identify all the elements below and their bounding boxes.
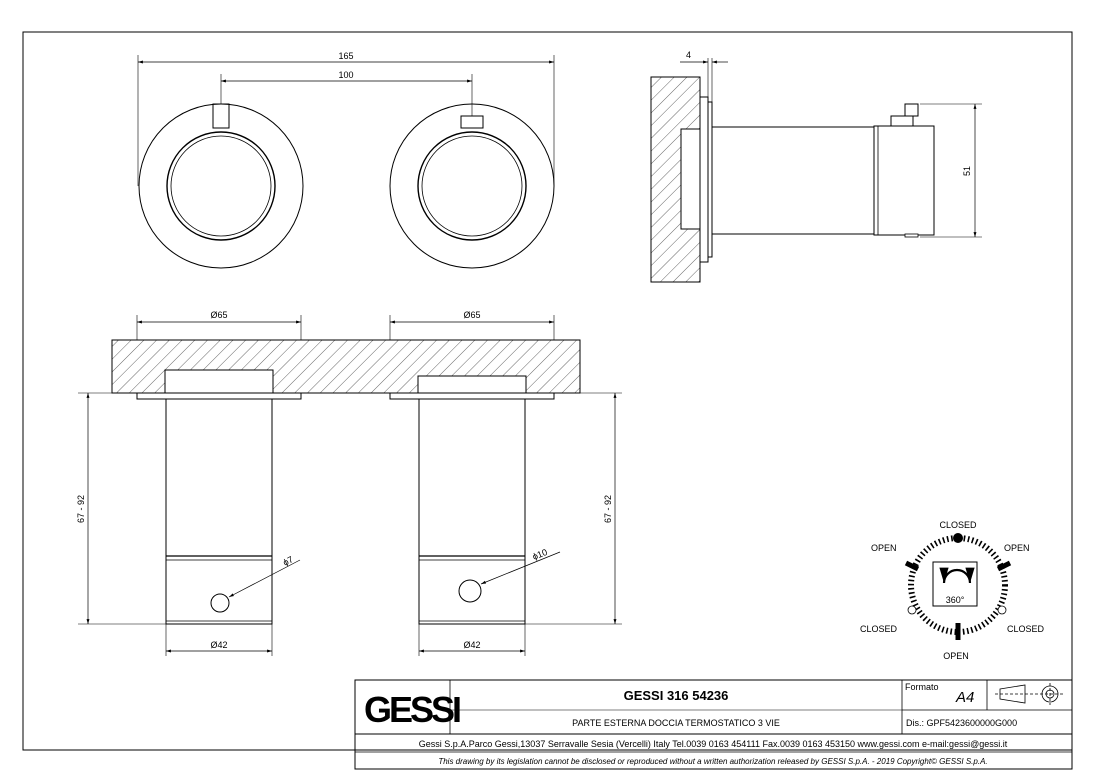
dial-label-bottom: OPEN <box>943 651 969 661</box>
drawing-number: Dis.: GPF5423600000G000 <box>906 718 1017 728</box>
side-view <box>650 58 982 283</box>
dim-left-depth: 67 - 92 <box>76 495 86 523</box>
dim-plate-thickness: 4 <box>686 50 691 60</box>
title-block <box>354 679 1073 770</box>
side-knob <box>873 125 935 236</box>
dial-open-mark-right <box>996 560 1012 572</box>
dial-closed-dot-top <box>953 533 963 543</box>
dim-right-depth: 67 - 92 <box>603 495 613 523</box>
dial-label-top: CLOSED <box>939 520 977 530</box>
dial-open-mark-left <box>904 560 920 572</box>
section-view <box>78 315 622 656</box>
left-indicator-tab <box>212 103 230 129</box>
dim-body-height: 51 <box>962 166 972 176</box>
dim-left-hole: ϕ7 <box>281 554 295 568</box>
dim-right-body-diameter: Ø42 <box>463 640 480 650</box>
dim-left-body-diameter: Ø42 <box>210 640 227 650</box>
right-indicator-tab <box>460 115 484 129</box>
right-hole-leader <box>480 551 561 585</box>
drawing-subtitle: PARTE ESTERNA DOCCIA TERMOSTATICO 3 VIE <box>572 718 780 728</box>
side-body <box>711 126 875 235</box>
projection-symbol-icon <box>995 683 1064 705</box>
left-hole <box>210 593 230 613</box>
dial-closed-dot-left <box>907 605 917 615</box>
dim-right-plate-diameter: Ø65 <box>463 310 480 320</box>
dial-label-right-upper: OPEN <box>1004 543 1030 553</box>
rotation-arrow-icon <box>939 567 975 584</box>
dial-diagram <box>904 533 1012 640</box>
front-view <box>137 55 555 269</box>
copyright-disclaimer: This drawing by its legislation cannot b… <box>438 757 987 766</box>
dim-left-plate-diameter: Ø65 <box>210 310 227 320</box>
dial-label-center: 360° <box>946 595 965 605</box>
format-label: Formato <box>905 682 939 692</box>
format-value: A4 <box>955 689 974 706</box>
dial-label-left-lower: CLOSED <box>860 624 898 634</box>
left-plate-circle <box>138 103 304 269</box>
left-hole-leader <box>228 559 301 598</box>
dial-closed-dot-right <box>997 605 1007 615</box>
right-plate-circle <box>389 103 555 269</box>
drawing-title: GESSI 316 54236 <box>624 688 729 703</box>
company-address: Gessi S.p.A.Parco Gessi,13037 Serravalle… <box>419 739 1008 749</box>
drawing-frame <box>22 31 1073 751</box>
right-hole <box>458 579 482 603</box>
gessi-logo: GESSI <box>364 689 460 730</box>
dim-center-distance: 100 <box>338 70 353 80</box>
dim-total-width: 165 <box>338 51 353 61</box>
dim-right-hole: ϕ10 <box>531 547 549 562</box>
dial-ring <box>908 535 1008 635</box>
left-body <box>165 398 273 625</box>
dial-label-left-upper: OPEN <box>871 543 897 553</box>
dial-label-right-lower: CLOSED <box>1007 624 1045 634</box>
